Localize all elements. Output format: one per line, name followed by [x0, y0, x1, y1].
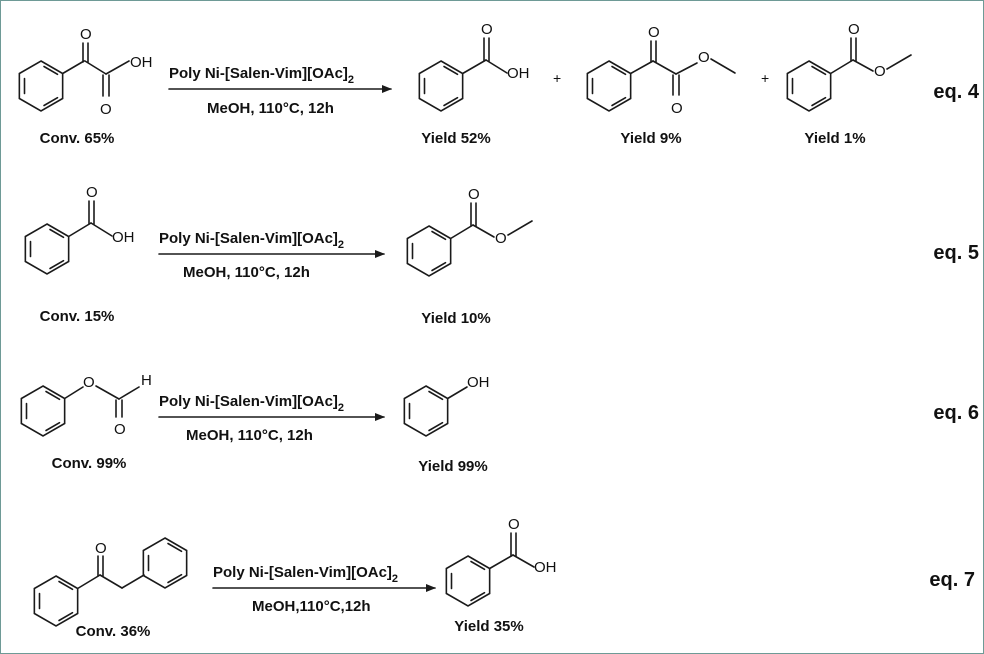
atom-o: O — [86, 184, 98, 201]
atom-o: O — [468, 186, 480, 203]
atom-o: O — [83, 374, 95, 391]
catalyst-label: Poly Ni-[Salen-Vim][OAc]2 — [169, 65, 354, 86]
atom-o: O — [100, 101, 112, 118]
plus-sign: + — [553, 70, 561, 86]
atom-h: H — [141, 372, 152, 389]
yield-label: Yield 52% — [421, 130, 490, 147]
yield-label: Yield 1% — [804, 130, 865, 147]
phenyl-formate: O H O — [20, 372, 152, 438]
catalyst-label: Poly Ni-[Salen-Vim][OAc]2 — [159, 393, 344, 414]
equation-number: eq. 4 — [933, 81, 979, 103]
conditions-label: MeOH,110°C,12h — [252, 598, 371, 615]
atom-o: O — [114, 421, 126, 438]
atom-oh: OH — [130, 54, 153, 71]
catalyst-label: Poly Ni-[Salen-Vim][OAc]2 — [159, 230, 344, 251]
yield-label: Yield 99% — [418, 458, 487, 475]
atom-oh: OH — [534, 559, 557, 576]
atom-o: O — [671, 100, 683, 117]
yield-label: Yield 9% — [620, 130, 681, 147]
atom-o: O — [95, 540, 107, 557]
conversion-label: Conv. 65% — [40, 130, 115, 147]
phenol: OH — [403, 374, 490, 437]
conversion-label: Conv. 99% — [52, 455, 127, 472]
benzoic-acid: O OH — [445, 516, 557, 607]
conditions-label: MeOH, 110°C, 12h — [186, 427, 313, 444]
atom-o: O — [80, 26, 92, 43]
atom-o: O — [508, 516, 520, 533]
conversion-label: Conv. 36% — [76, 623, 151, 640]
benzoic-acid: O OH — [418, 21, 530, 112]
atom-o: O — [648, 24, 660, 41]
methyl-benzoate: O O — [406, 186, 533, 277]
atom-o: O — [481, 21, 493, 38]
methyl-phenylglyoxylate: O O O — [586, 24, 736, 117]
conditions-label: MeOH, 110°C, 12h — [207, 100, 334, 117]
equation-number: eq. 5 — [933, 242, 979, 264]
atom-o: O — [874, 63, 886, 80]
equation-number: eq. 6 — [933, 402, 979, 424]
atom-o: O — [698, 49, 710, 66]
deoxybenzoin: O — [33, 537, 188, 627]
equation-number: eq. 7 — [929, 569, 975, 591]
atom-oh: OH — [112, 229, 135, 246]
plus-sign: + — [761, 70, 769, 86]
atom-oh: OH — [467, 374, 490, 391]
yield-label: Yield 35% — [454, 618, 523, 635]
atom-oh: OH — [507, 65, 530, 82]
benzoic-acid: O OH — [24, 184, 135, 275]
conditions-label: MeOH, 110°C, 12h — [183, 264, 310, 281]
conversion-label: Conv. 15% — [40, 308, 115, 325]
atom-o: O — [848, 21, 860, 38]
yield-label: Yield 10% — [421, 310, 490, 327]
catalyst-label: Poly Ni-[Salen-Vim][OAc]2 — [213, 564, 398, 585]
methyl-benzoate: O O — [786, 21, 912, 112]
phenylglyoxylic-acid: O OH O — [18, 26, 153, 118]
atom-o: O — [495, 230, 507, 247]
